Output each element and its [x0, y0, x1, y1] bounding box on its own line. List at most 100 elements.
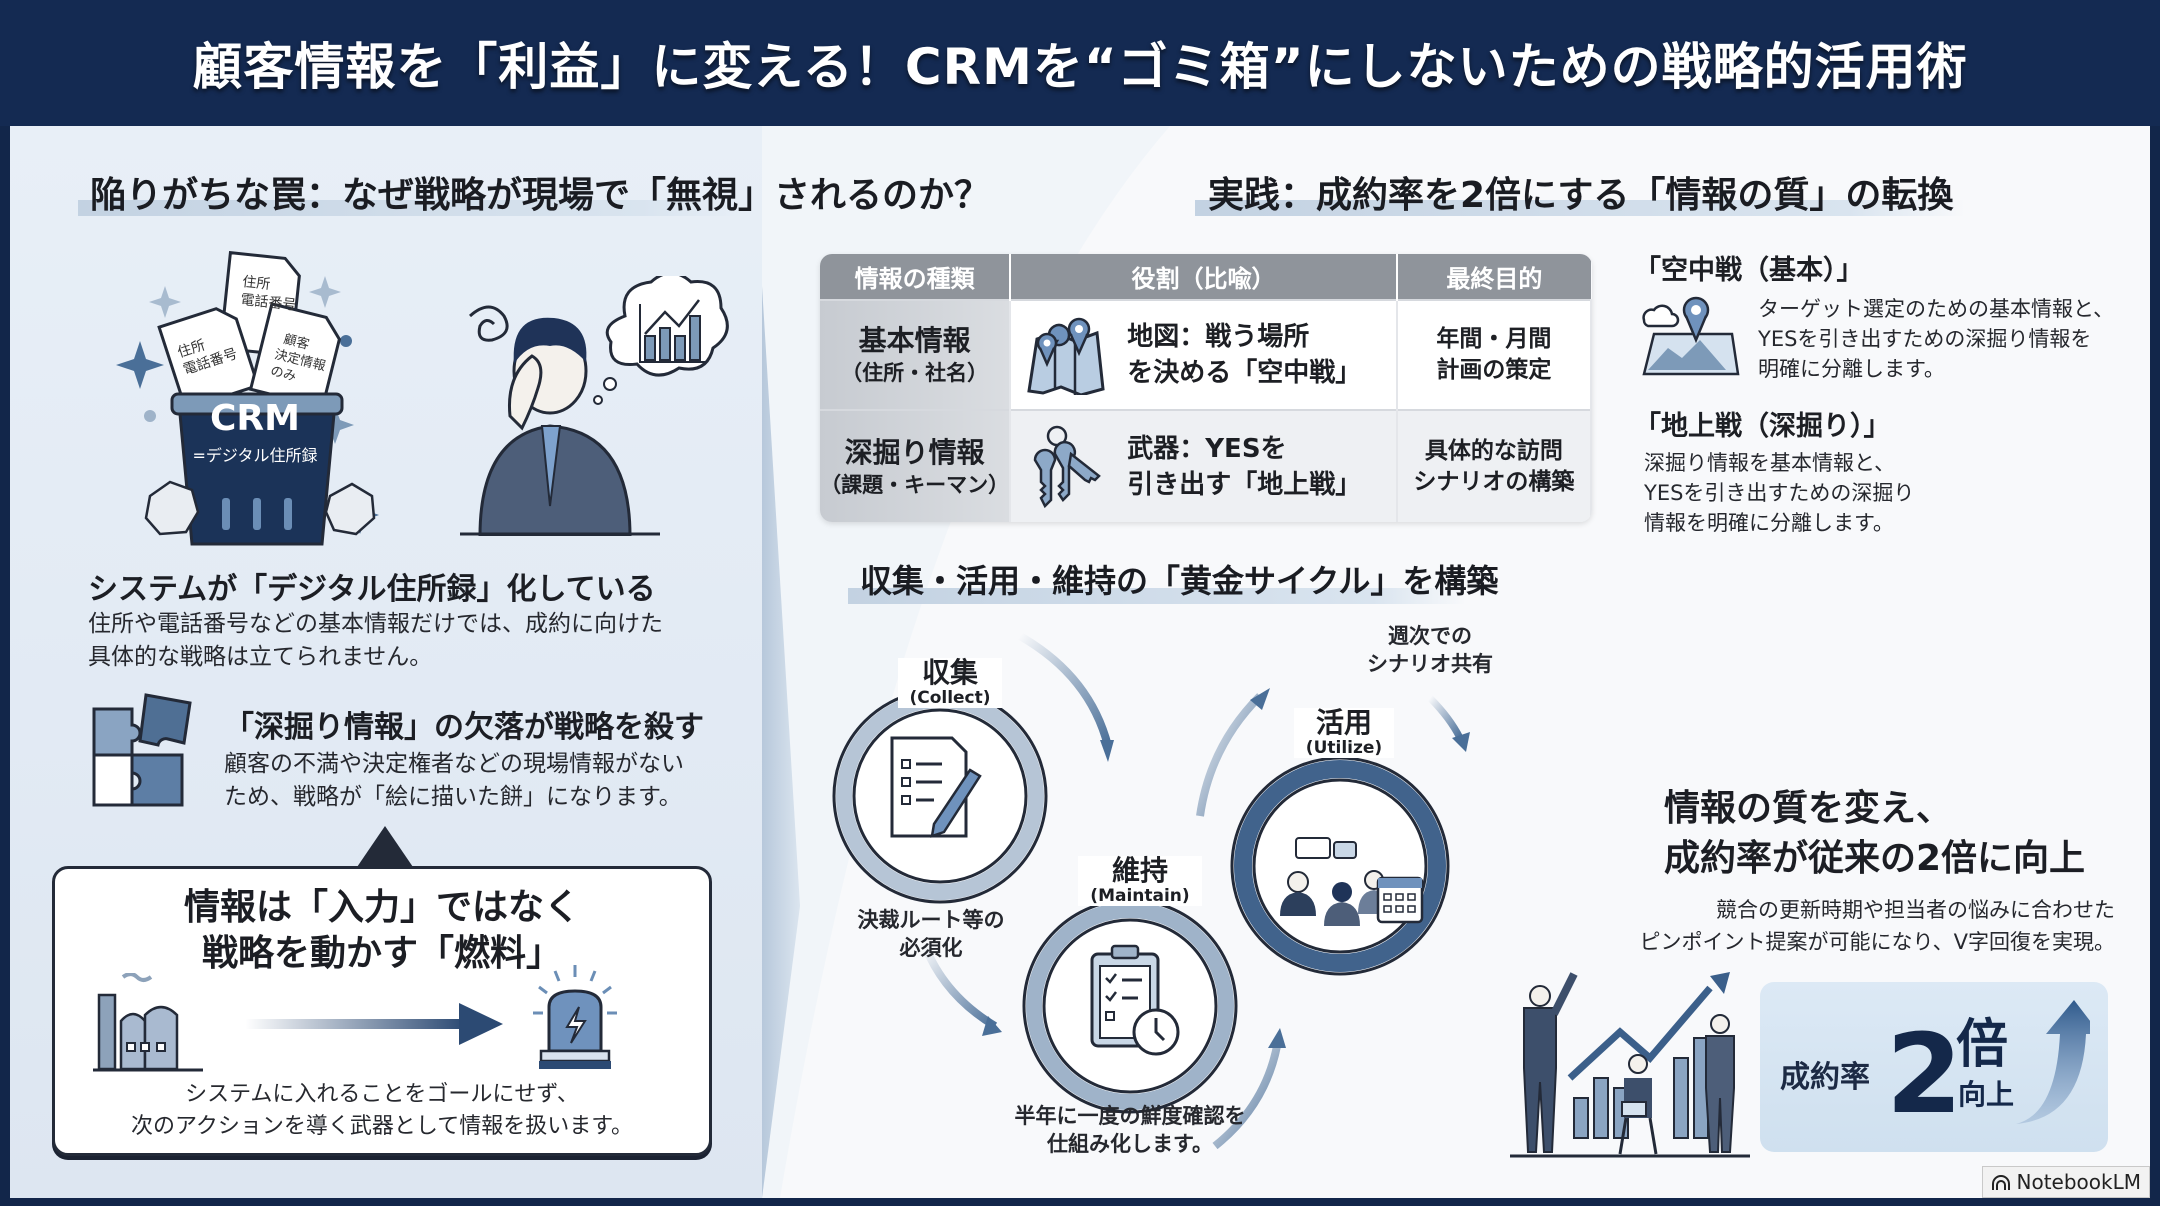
goal-line: 具体的な訪問 — [1424, 437, 1563, 464]
ground-war-line2: YESを引き出すための深掘り — [1644, 481, 1915, 505]
stat-suffix: 向上 — [1958, 1078, 2015, 1111]
golden-cycle-diagram — [832, 632, 1470, 1150]
note-weekly-share: 週次での シナリオ共有 — [1340, 622, 1520, 678]
stat-label: 成約率 — [1780, 1060, 1870, 1095]
point1-body-line1: 住所や電話番号などの基本情報だけでは、成約に向けた — [88, 611, 663, 637]
paper-icons — [157, 250, 341, 411]
flow-arrow-maintain-to-utilize — [1212, 1045, 1281, 1150]
businessman-right — [1705, 1014, 1735, 1153]
utilize-ring — [1230, 756, 1450, 976]
map-icon — [1027, 317, 1105, 395]
brand-name: NotebookLM — [2016, 1170, 2142, 1194]
stage-en: (Maintain) — [1090, 886, 1190, 906]
flow-arrowhead — [1452, 732, 1470, 752]
businesswoman-seated — [1618, 1054, 1658, 1155]
stat-unit: 倍 — [1956, 1015, 2009, 1075]
frustrated-businessman-illustration — [460, 276, 729, 536]
table-cell-goal: 年間・月間 計画の策定 — [1396, 299, 1592, 410]
stage-en: (Utilize) — [1305, 738, 1383, 758]
result-title-line2: 成約率が従来の2倍に向上 — [1664, 838, 2086, 879]
flow-arrowhead — [1250, 688, 1270, 710]
table-cell-kind: 深掘り情報 （課題・キーマン） — [820, 409, 1012, 522]
clipboard-clock-icon — [1090, 944, 1180, 1056]
air-war-line3: 明確に分離します。 — [1758, 357, 1945, 381]
table-header-role: 役割（比喩） — [1010, 254, 1398, 300]
air-war-heading: 「空中戦（基本）」 — [1634, 255, 1864, 286]
air-war-line1: ターゲット選定のための基本情報と、 — [1758, 297, 2115, 321]
note-line: シナリオ共有 — [1367, 652, 1493, 676]
ground-war-heading: 「地上戦（深掘り）」 — [1634, 411, 1891, 442]
note-line: 半年に一度の鮮度確認を — [1014, 1104, 1246, 1128]
stage-en: (Collect) — [909, 688, 991, 708]
ground-war-line3: 情報を明確に分離します。 — [1644, 511, 1894, 535]
table-header-row: 情報の種類 役割（比喩） 最終目的 — [820, 254, 1591, 300]
fuel-callout-box: 情報は「入力」ではなく 戦略を動かす「燃料」 システムに入れることをゴールにせず… — [52, 866, 712, 1156]
stage-name: 維持 — [1111, 854, 1168, 887]
map-pin-mountain-icon — [1642, 296, 1740, 376]
celebrating-team-growth-illustration — [1510, 972, 1750, 1158]
table-header-kind: 情報の種類 — [820, 254, 1012, 300]
cycle-section-title: 収集・活用・維持の「黄金サイクル」を構築 — [860, 562, 1499, 600]
flow-arrow-icon — [245, 1003, 503, 1045]
practice-title-underline — [1195, 200, 1965, 216]
dizzy-spiral-icon — [468, 305, 509, 342]
bin-sublabel: =デジタル住所録 — [192, 446, 318, 465]
page-title: 顧客情報を「利益」に変える！CRMを“ゴミ箱”にしないための戦略的活用術 — [192, 38, 1968, 96]
info-types-table: 情報の種類 役割（比喩） 最終目的 基本情報 （住所・社名） — [820, 254, 1592, 522]
stage-name: 活用 — [1315, 706, 1372, 739]
practice-section-title: 実践：成約率を2倍にする「情報の質」の転換 — [1208, 175, 1954, 216]
table-row: 基本情報 （住所・社名） 地図：戦う — [820, 299, 1592, 410]
notebooklm-badge: NotebookLM — [1981, 1166, 2150, 1198]
role-line: 引き出す「地上戦」 — [1127, 469, 1362, 500]
bin-label: CRM — [210, 398, 300, 439]
factory-icon — [93, 973, 203, 1072]
result-body-line1: 競合の更新時期や担当者の悩みに合わせた — [1716, 898, 2115, 922]
role-line: 地図：戦う場所 — [1127, 322, 1310, 352]
crm-trash-bin-illustration: 住所 電話番号 住所 電話番号 顧客 決定情報 のみ — [116, 250, 379, 546]
stage-maintain-label: 維持 (Maintain) — [1078, 856, 1202, 906]
left-title-underline — [78, 200, 742, 216]
notebooklm-logo-icon — [1991, 1175, 2010, 1190]
keys-icon — [1033, 425, 1102, 508]
left-section-title: 陥りがちな罠：なぜ戦略が現場で「無視」されるのか？ — [90, 175, 991, 216]
table-cell-goal: 具体的な訪問 シナリオの構築 — [1396, 409, 1592, 522]
goal-line: シナリオの構築 — [1413, 468, 1575, 495]
flow-arrow-collect-to-maintain — [1018, 632, 1112, 747]
table-cell-role: 地図：戦う場所 を決める「空中戦」 — [1010, 299, 1398, 410]
callout-pointer — [355, 826, 415, 870]
ground-war-line1: 深掘り情報を基本情報と、 — [1644, 451, 1896, 475]
svg-text:のみ: のみ — [269, 364, 298, 385]
infographic-frame: 陥りがちな罠：なぜ戦略が現場で「無視」されるのか？ 住所 電話番号 住所 電話番… — [10, 126, 2150, 1198]
kind-sublabel: （住所・社名） — [841, 361, 989, 385]
result-title-line1: 情報の質を変え、 — [1664, 788, 1953, 829]
table-cell-kind: 基本情報 （住所・社名） — [820, 299, 1012, 410]
note-freshness-check: 半年に一度の鮮度確認を 仕組み化します。 — [1000, 1102, 1260, 1158]
flow-arrowhead — [1100, 740, 1114, 762]
note-line: 決裁ルート等の — [857, 908, 1005, 932]
result-body-line2: ピンポイント提案が可能になり、V字回復を実現。 — [1639, 930, 2115, 954]
point1-body-line2: 具体的な戦略は立てられません。 — [88, 644, 433, 670]
kind-label: 基本情報 — [858, 324, 971, 357]
flow-arrow-to-utilize-top — [1196, 693, 1263, 817]
point2-heading: 「深掘り情報」の欠落が戦略を殺す — [224, 710, 704, 745]
table-cell-role: 武器：YESを 引き出す「地上戦」 — [1010, 409, 1398, 522]
table-row: 深掘り情報 （課題・キーマン） 武器：YESを 引き出す「地上戦」 — [820, 409, 1592, 522]
point2-body-line1: 顧客の不満や決定権者などの現場情報がない — [224, 751, 684, 777]
air-war-line2: YESを引き出すための深掘り情報を — [1758, 327, 2092, 351]
goal-line: 年間・月間 — [1436, 326, 1552, 352]
thought-bubble-icon — [593, 276, 729, 405]
title-bar: 顧客情報を「利益」に変える！CRMを“ゴミ箱”にしないための戦略的活用術 — [0, 0, 2160, 126]
flow-arrowhead — [982, 1016, 1002, 1036]
callout-title-line1: 情報は「入力」ではなく — [183, 887, 580, 928]
siren-alarm-icon — [533, 965, 617, 1069]
point1-heading: システムが「デジタル住所録」化している — [88, 572, 656, 607]
table-header-goal: 最終目的 — [1396, 254, 1591, 300]
stage-utilize-label: 活用 (Utilize) — [1294, 708, 1394, 758]
note-line: 仕組み化します。 — [1047, 1132, 1213, 1156]
conversion-stat-card: 成約率 2 倍 向上 — [1760, 982, 2108, 1152]
callout-body-line1: システムに入れることをゴールにせず、 — [185, 1082, 579, 1107]
businessman-left — [1523, 972, 1578, 1153]
goal-line: 計画の策定 — [1436, 357, 1552, 383]
kind-label: 深掘り情報 — [844, 435, 985, 469]
callout-title-line2: 戦略を動かす「燃料」 — [201, 933, 562, 974]
